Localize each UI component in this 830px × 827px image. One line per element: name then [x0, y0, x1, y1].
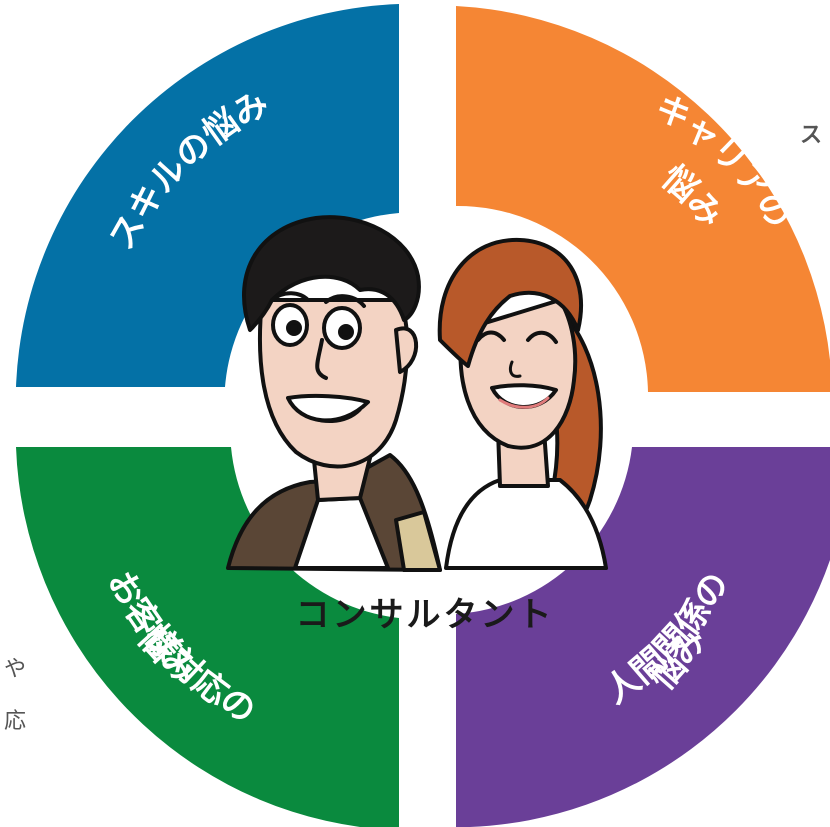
man-nose	[315, 338, 328, 380]
edge-fragment-top-right: ス	[800, 123, 822, 148]
woman-hair	[437, 237, 584, 368]
man-ear	[394, 326, 418, 374]
edge-fragment-left-1: や	[4, 657, 26, 682]
segment-customer	[16, 447, 399, 827]
man-tongue	[298, 408, 362, 424]
man-brow-right	[324, 294, 366, 308]
man-hair	[242, 215, 421, 332]
woman-top	[444, 478, 608, 570]
woman-face	[458, 298, 578, 450]
man-pupil-left	[286, 320, 302, 336]
man-stripe	[394, 510, 442, 572]
consultants-illustration	[226, 215, 608, 572]
segment-career	[456, 6, 830, 392]
man-brow-left	[270, 291, 310, 302]
woman-eye-right	[526, 330, 558, 344]
woman-nose	[508, 360, 522, 378]
segment-relations	[456, 447, 830, 827]
edge-fragment-left-2: 応	[4, 709, 26, 734]
center-label: コンサルタント	[296, 595, 555, 635]
woman-eye-left	[476, 330, 506, 342]
man-pupil-right	[338, 324, 354, 340]
segment-skill	[16, 4, 399, 387]
woman-lip	[498, 396, 550, 409]
